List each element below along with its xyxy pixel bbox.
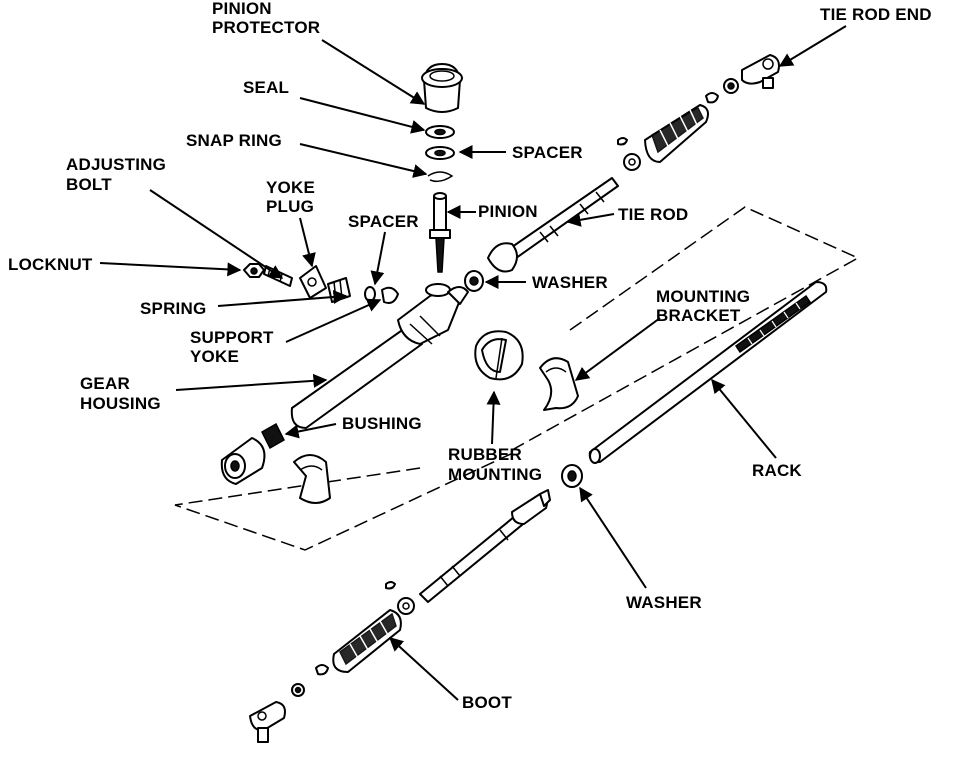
label-mounting-bracket-line2: BRACKET	[656, 306, 741, 325]
label-bushing: BUSHING	[342, 414, 422, 433]
label-gear-housing-line1: GEAR	[80, 374, 130, 393]
label-support-yoke-line1: SUPPORT	[190, 328, 274, 347]
boot-upper	[617, 104, 709, 171]
leader-lines	[99, 25, 847, 701]
rack	[588, 281, 828, 464]
label-adjusting-bolt-line1: ADJUSTING	[66, 155, 166, 174]
tie-rod-lower	[419, 489, 551, 603]
tie-rod-upper	[487, 177, 619, 273]
rubber-mounting	[474, 330, 524, 381]
bushing-and-end	[220, 422, 285, 485]
label-yoke-plug-line1: YOKE	[266, 178, 315, 197]
label-snap-ring: SNAP RING	[186, 131, 282, 150]
gear-housing	[290, 283, 469, 429]
assembly-outline-lines	[174, 206, 860, 551]
pinion-stack	[421, 63, 463, 273]
label-spring: SPRING	[140, 299, 206, 318]
label-locknut: LOCKNUT	[8, 255, 93, 274]
label-support-yoke-line2: YOKE	[190, 347, 239, 366]
label-gear-housing-line2: HOUSING	[80, 394, 161, 413]
label-rubber-mounting-line1: RUBBER	[448, 445, 522, 464]
label-tie-rod: TIE ROD	[618, 205, 688, 224]
washer-upper	[464, 270, 484, 292]
label-rubber-mounting-line2: MOUNTING	[448, 465, 542, 484]
label-pinion-protector-line1: PINION	[212, 0, 272, 18]
label-adjusting-bolt-line2: BOLT	[66, 175, 112, 194]
label-rack: RACK	[752, 461, 802, 480]
label-washer-bottom: WASHER	[626, 593, 702, 612]
tie-rod-end-upper	[705, 54, 780, 104]
part-labels: PINION PROTECTOR TIE ROD END SEAL SNAP R…	[8, 0, 932, 712]
mounting-bracket-lower	[293, 454, 331, 504]
mounting-bracket	[539, 357, 579, 411]
label-spacer-top: SPACER	[512, 143, 583, 162]
label-washer-top: WASHER	[532, 273, 608, 292]
label-tie-rod-end-top: TIE ROD END	[820, 5, 932, 24]
tie-rod-end-lower	[249, 683, 305, 743]
boot-lower	[315, 581, 415, 676]
label-pinion: PINION	[478, 202, 538, 221]
label-pinion-protector-line2: PROTECTOR	[212, 18, 320, 37]
label-mounting-bracket-line1: MOUNTING	[656, 287, 750, 306]
label-boot: BOOT	[462, 693, 512, 712]
washer-lower	[561, 464, 583, 488]
label-seal: SEAL	[243, 78, 289, 97]
label-spacer-mid: SPACER	[348, 212, 419, 231]
label-yoke-plug-line2: PLUG	[266, 197, 314, 216]
